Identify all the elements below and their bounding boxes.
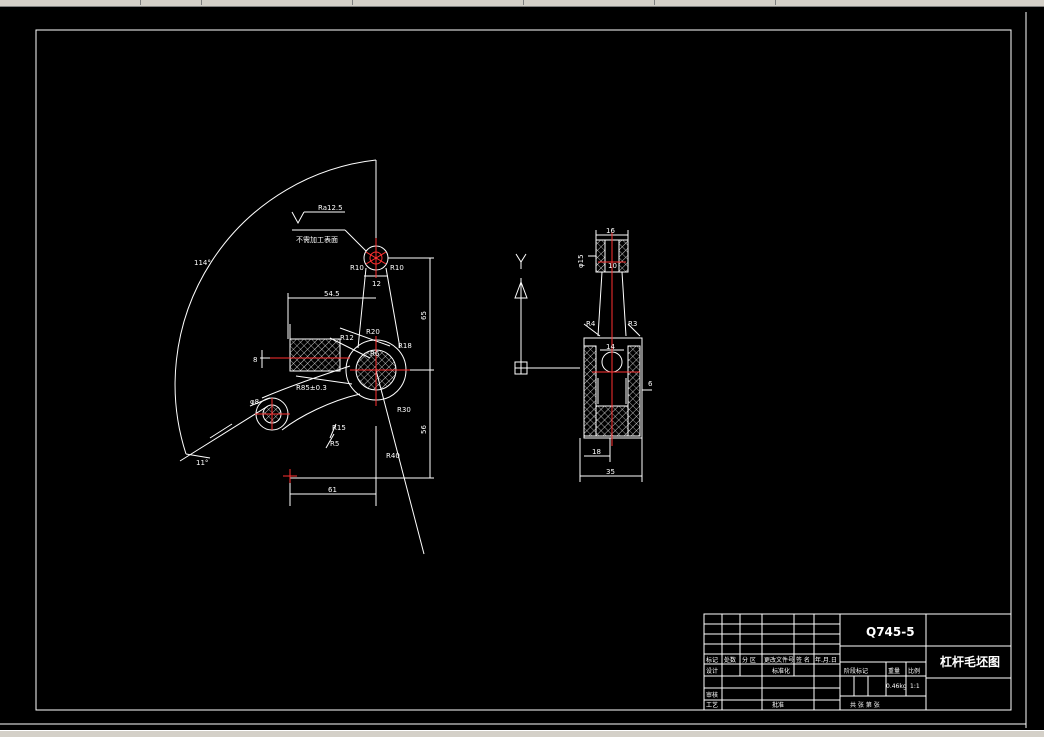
unmachined-note: 不需加工表面 [296,235,338,244]
toolbar-segment[interactable] [141,0,202,5]
tb-scale-label: 比例 [908,667,920,675]
front-center-lines [255,238,410,483]
angle-11-label: 11° [196,459,208,467]
tb-change: 更改文件号 [764,656,794,664]
tb-weight-label: 重量 [888,667,900,675]
radius-r20: R20 [366,328,380,336]
side-dim-phi15: φ15 [577,254,585,268]
side-center-lines [592,232,640,446]
front-view [174,159,434,555]
tb-sign: 签 名 [796,656,810,664]
radius-r5: R5 [330,440,339,448]
toolbar-segment[interactable] [524,0,655,5]
dim-56: 56 [420,425,428,434]
dim-8: 8 [253,356,257,364]
tb-design: 设计 [706,667,718,675]
outer-frame [35,29,1012,711]
radius-r10-left: R10 [350,264,364,272]
cad-drawing-canvas[interactable]: Ra12.5 不需加工表面 114° 11° 54.5 8 12 65 56 6… [0,6,1044,731]
dim-54-5: 54.5 [324,290,340,298]
tb-sheets: 共 张 第 张 [850,701,880,709]
toolbar-segment[interactable] [202,0,353,5]
side-dim-6: 6 [648,380,653,388]
roughness-label: Ra12.5 [318,204,343,212]
tb-review: 审核 [706,691,718,699]
radius-r12: R12 [340,334,354,342]
dim-r6: R6 [370,350,380,358]
tb-process: 工艺 [706,701,718,709]
radius-r85: R85±0.3 [296,384,327,392]
tb-approve: 批准 [772,701,784,709]
tb-count: 处数 [724,656,736,664]
side-dim-35: 35 [606,468,615,476]
angle-arc-114 [174,159,377,455]
radius-r30: R30 [397,406,411,414]
toolbar-segment[interactable] [655,0,776,5]
radius-r15: R15 [332,424,346,432]
dim-61: 61 [328,486,337,494]
tb-date: 年.月.日 [815,656,837,664]
top-toolbar-strip [0,0,1044,7]
radius-r10-right: R10 [390,264,404,272]
tb-mark: 标记 [706,656,718,664]
radius-r18: R18 [398,342,412,350]
bottom-status-strip [0,730,1044,737]
toolbar-segment[interactable] [353,0,524,5]
tb-standardize: 标准化 [772,667,790,675]
title-block [703,613,1012,711]
tb-part-number: Q745-5 [866,625,915,639]
angle-114-label: 114° [194,259,211,267]
side-dim-r4: R4 [586,320,596,328]
side-dim-14: 14 [606,343,615,351]
ucs-icon [514,253,580,375]
tb-zone: 分 区 [742,656,756,664]
tb-drawing-name: 杠杆毛坯图 [940,654,1000,669]
side-dim-10: 10 [608,262,617,270]
tb-scale: 1:1 [910,683,920,690]
side-dim-18: 18 [592,448,601,456]
tb-weight: 0.46kg [886,683,907,690]
tb-stage-mark: 阶段标记 [844,667,868,675]
dim-65: 65 [420,311,428,320]
dim-phi8: φ8 [250,398,259,406]
radius-r40: R40 [386,452,400,460]
toolbar-segment[interactable] [0,0,141,5]
side-dim-r3: R3 [628,320,637,328]
dim-12: 12 [372,280,381,288]
side-dim-16: 16 [606,227,615,235]
